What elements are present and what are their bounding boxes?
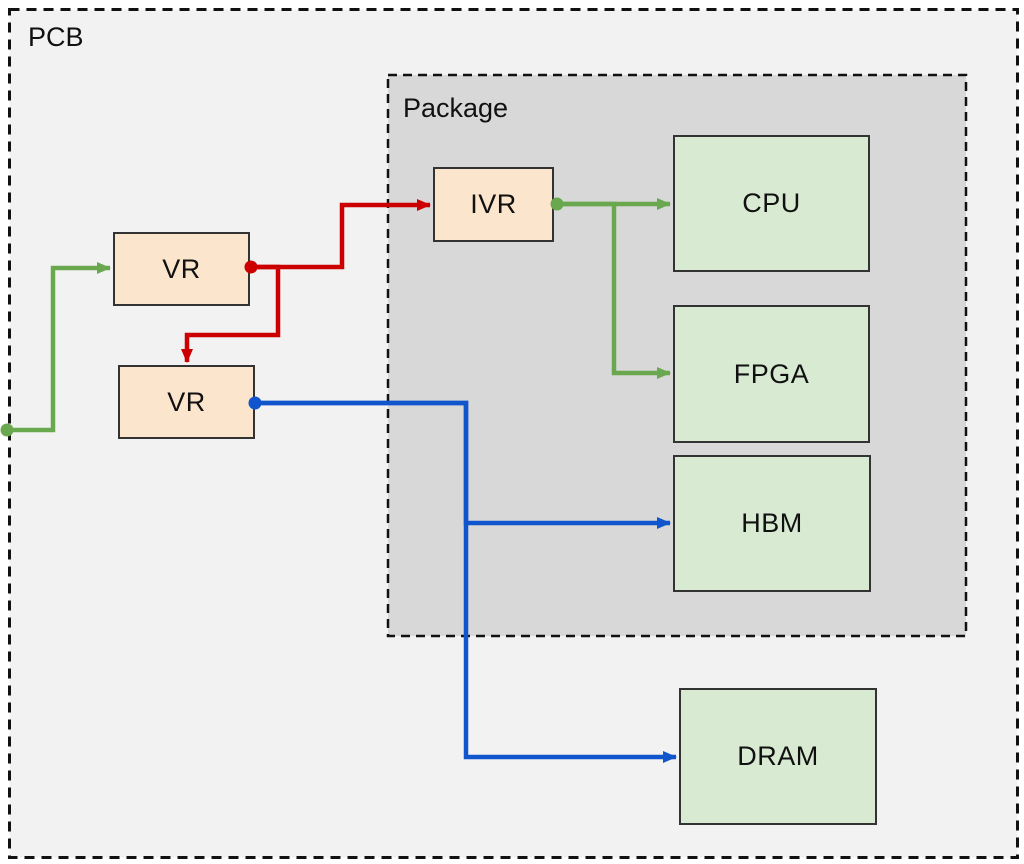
node-vr1-label: VR [162,253,201,284]
node-ivr-label: IVR [470,189,517,219]
node-vr2: VR [118,365,255,439]
package-region-label: Package [403,93,509,123]
edge-ivr-to-fpga [557,201,671,379]
node-fpga-label: FPGA [733,358,810,389]
node-hbm: HBM [673,455,871,592]
node-dram: DRAM [679,688,877,825]
edge-input-to-vr1 [7,262,111,433]
node-hbm-label: HBM [741,508,803,538]
node-cpu-label: CPU [742,188,801,218]
node-ivr: IVR [433,167,554,242]
edge-vr2-to-hbm [255,400,671,529]
board-input-dot [0,423,14,437]
edge-vr2-to-dram [255,400,677,763]
node-vr1: VR [113,232,250,306]
node-vr2-label: VR [167,386,206,417]
edge-vr1-to-ivr [251,199,431,270]
pcb-region-label: PCB [28,22,84,52]
node-dram-label: DRAM [737,741,819,771]
node-fpga: FPGA [673,305,870,443]
node-cpu: CPU [673,135,870,272]
